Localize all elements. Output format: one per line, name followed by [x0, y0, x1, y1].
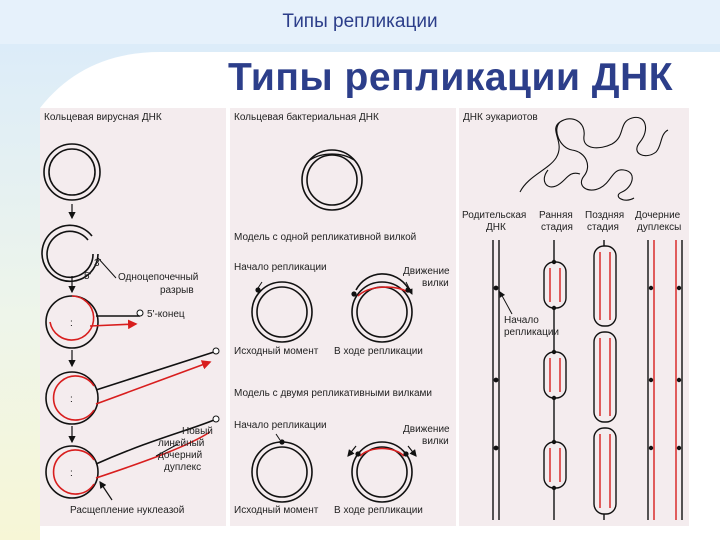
bacterial-circle-top	[301, 149, 363, 211]
euk-origin-line2: репликации	[504, 327, 560, 338]
bacterial-two-fork-during	[351, 441, 413, 503]
eukaryote-parent-duplex	[492, 240, 500, 520]
fork-move-1b: вилки	[422, 278, 449, 289]
viral-step-3	[45, 295, 140, 349]
nick-label-line2: разрыв	[160, 285, 194, 296]
during-label-1: В ходе репликации	[334, 346, 423, 357]
viral-step-4	[45, 351, 215, 425]
svg-text::: :	[70, 318, 73, 329]
model-two-forks: Модель с двумя репликативными вилками	[234, 388, 433, 399]
initial-label-1: Исходный момент	[234, 346, 319, 357]
cleavage-pointer	[99, 481, 113, 501]
origin-label-1: Начало репликации	[234, 262, 327, 273]
panel-eukaryote-dna	[459, 108, 689, 526]
panel-bacterial-dna	[230, 108, 456, 526]
col-early-line1: Ранняя	[539, 210, 573, 221]
during-label-2: В ходе репликации	[334, 505, 423, 516]
eukaryote-origin-dots	[493, 285, 499, 451]
euk-origin-line1: Начало	[504, 315, 539, 326]
viral-panel-title: Кольцевая вирусная ДНК	[44, 112, 162, 123]
nick-pointer	[97, 257, 117, 279]
col-parent-line1: Родительская	[462, 210, 527, 221]
nick-label-line1: Одноцепочечный	[118, 272, 199, 283]
page-title: Типы репликации ДНК	[228, 56, 674, 99]
col-early-line2: стадия	[541, 222, 573, 233]
viral-step-5	[45, 419, 215, 499]
initial-label-2: Исходный момент	[234, 505, 319, 516]
slide-header: Типы репликации	[0, 0, 720, 44]
col-daughter-line2: дуплексы	[637, 222, 682, 233]
col-daughter-line1: Дочерние	[635, 210, 681, 221]
col-late-line1: Поздняя	[585, 210, 625, 221]
new-duplex-line3: дочерний	[158, 450, 203, 461]
bacterial-two-fork-initial	[251, 441, 313, 503]
eukaryote-late-stage	[593, 240, 617, 520]
col-late-line2: стадия	[587, 222, 619, 233]
bacterial-panel-title: Кольцевая бактериальная ДНК	[234, 112, 379, 123]
panel-viral-dna	[40, 108, 226, 526]
new-duplex-line1: Новый	[182, 426, 213, 437]
svg-text::: :	[70, 468, 73, 479]
eukaryote-chromatin	[519, 116, 669, 201]
duplex-pointer	[155, 443, 179, 457]
cleavage-label: Расщепление нуклеазой	[70, 505, 185, 516]
viral-step-2	[41, 224, 99, 283]
eukaryote-daughter-duplexes	[647, 240, 683, 520]
bacterial-one-fork-during	[351, 273, 413, 343]
model-one-fork: Модель с одной репликативной вилкой	[234, 232, 417, 243]
viral-step-1	[43, 143, 101, 201]
new-duplex-line2: линейный	[158, 438, 205, 449]
svg-text::: :	[70, 394, 73, 405]
header-text: Типы репликации	[282, 11, 438, 32]
label-3prime: 3'	[94, 258, 102, 269]
fork-move-1a: Движение	[403, 266, 450, 277]
label-5prime: 5'	[84, 271, 92, 282]
eukaryote-panel-title: ДНК эукариотов	[463, 112, 538, 123]
fork-move-2b: вилки	[422, 436, 449, 447]
eukaryote-early-stage	[543, 240, 567, 520]
col-parent-line2: ДНК	[486, 222, 506, 233]
bacterial-one-fork-initial	[251, 281, 313, 343]
origin-label-2: Начало репликации	[234, 420, 327, 431]
fork-move-2a: Движение	[403, 424, 450, 435]
five-prime-end-label: 5'-конец	[147, 309, 185, 320]
new-duplex-line4: дуплекс	[164, 462, 202, 473]
